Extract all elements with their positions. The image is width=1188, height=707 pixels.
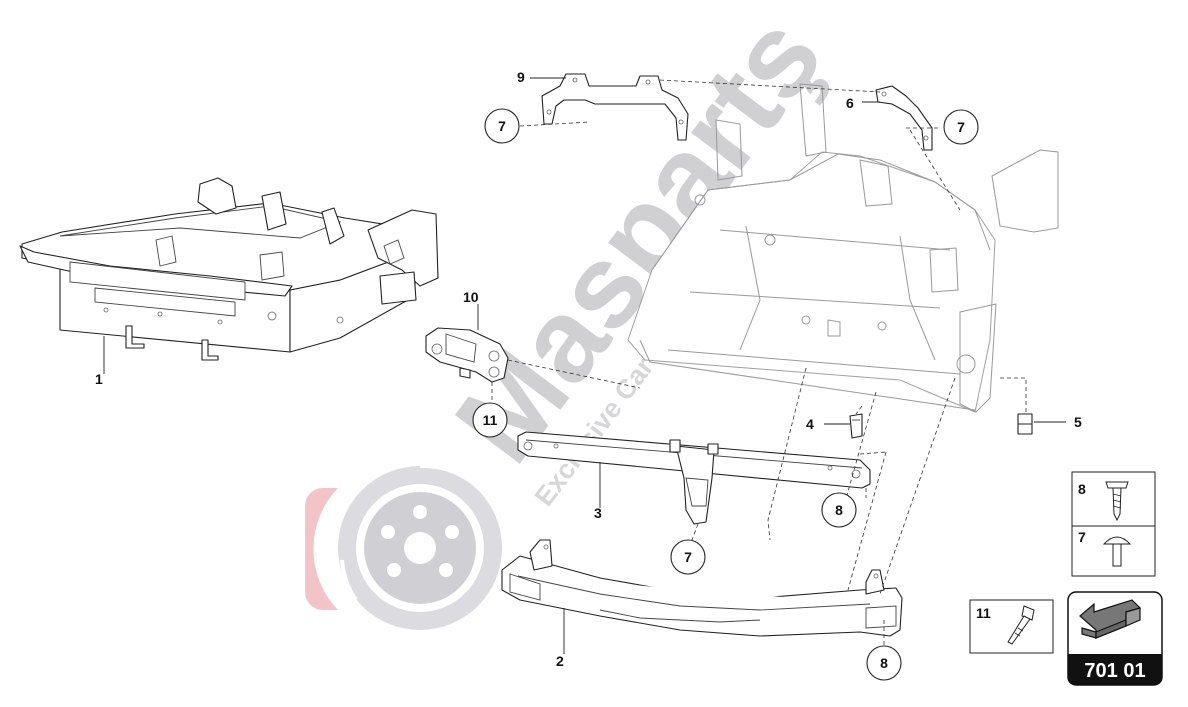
part-1-frame-assembly [19,177,439,361]
svg-text:7: 7 [957,119,965,135]
svg-text:11: 11 [483,412,498,428]
legend-item-7: 7 [1078,529,1132,567]
callout-9: 9 [517,69,525,85]
part-5-cap [1017,413,1033,435]
legend-number-11: 11 [976,605,991,621]
callout-3: 3 [594,505,602,521]
leader-lines [103,77,1066,654]
watermark-disc-logo [304,463,502,630]
assembly-dashed-lines [491,79,1027,646]
arrow-icon [1079,599,1142,639]
circled-ref-7-upper-left: 7 [484,108,520,144]
part-2-bumper-beam [501,539,903,637]
svg-text:7: 7 [684,549,692,565]
page-code-badge: 701 01 [1067,591,1163,686]
svg-text:8: 8 [880,655,888,671]
part-10-mount-block [425,327,509,383]
callout-2: 2 [556,653,564,669]
circled-ref-11: 11 [472,402,508,438]
legend-number-8: 8 [1078,481,1086,497]
legend-item-8: 8 [1078,481,1129,522]
callout-5: 5 [1074,414,1082,430]
ghost-main-frame [627,83,1059,413]
part-4-clip [849,413,863,439]
part-9-upper-bracket [541,73,689,141]
circled-ref-8-middle: 8 [821,492,857,528]
rivet-icon [1102,536,1132,567]
circled-ref-7-lower: 7 [670,539,706,575]
fastener-legend: 8 7 11 [969,471,1156,654]
bolt-icon [1007,605,1035,645]
callouts: 1 9 6 10 4 5 3 2 [95,69,1082,669]
circled-ref-7-upper-right: 7 [943,109,979,145]
callout-6: 6 [846,95,854,111]
part-3-cross-member [517,431,871,525]
svg-text:7: 7 [498,118,506,134]
callout-1: 1 [95,371,103,387]
legend-number-7: 7 [1078,529,1086,545]
part-6-side-bracket [875,85,933,151]
legend-item-11: 11 [976,605,1035,645]
circled-references: 7 7 11 8 7 8 [472,108,979,681]
circled-ref-8-lower: 8 [866,645,902,681]
callout-10: 10 [463,289,479,305]
svg-text:8: 8 [835,502,843,518]
page-code: 701 01 [1084,660,1145,682]
screw-icon [1105,481,1129,522]
callout-4: 4 [806,416,814,432]
